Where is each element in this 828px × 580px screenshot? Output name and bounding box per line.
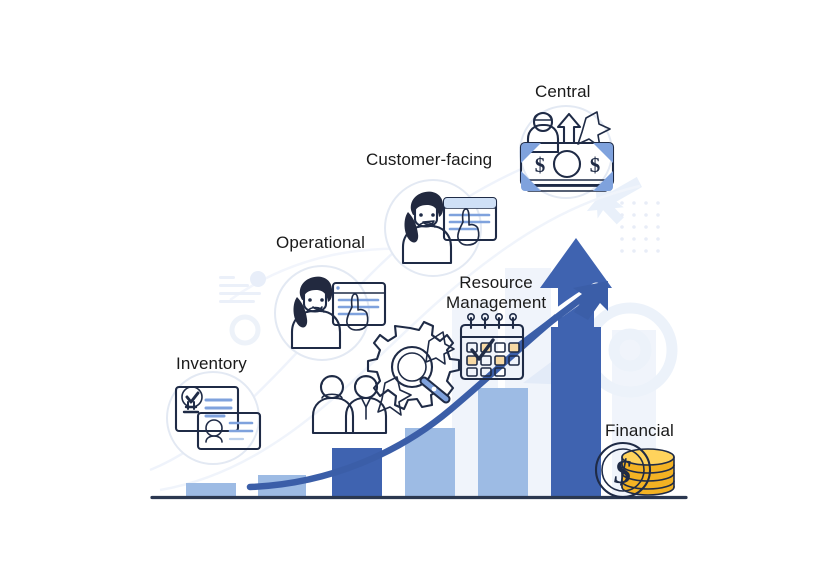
label-operational: Operational bbox=[276, 233, 365, 252]
dot-grid-decoration bbox=[620, 201, 660, 253]
team-people-icon bbox=[311, 374, 388, 435]
trend-curve bbox=[246, 281, 608, 491]
spark-icon-central bbox=[577, 111, 611, 148]
label-customer-facing: Customer-facing bbox=[366, 150, 493, 169]
trend-arrowhead-icon bbox=[573, 281, 608, 320]
svg-text:$: $ bbox=[535, 153, 546, 177]
check-icon bbox=[470, 338, 495, 361]
central-money-icon-group: $ $ bbox=[519, 105, 615, 199]
label-central: Central bbox=[535, 82, 591, 101]
calendar-schedule-icon bbox=[459, 312, 525, 381]
spark-icon bbox=[377, 376, 412, 416]
bar-5 bbox=[478, 388, 528, 497]
inventory-card-front bbox=[196, 411, 262, 451]
ghost-gear-icon-3 bbox=[229, 314, 261, 346]
svg-text:$: $ bbox=[590, 153, 601, 177]
bar-1 bbox=[186, 483, 236, 497]
ghost-arc-2 bbox=[159, 184, 641, 492]
coin-dollar-glyph: $ bbox=[614, 454, 632, 491]
label-financial: Financial bbox=[605, 421, 674, 440]
ghost-document-icon bbox=[219, 271, 266, 303]
inventory-icon-group bbox=[166, 371, 262, 465]
customer-facing-icon-group bbox=[384, 179, 498, 277]
operational-icon-group bbox=[274, 265, 387, 361]
gear-search-icon bbox=[366, 320, 461, 416]
label-inventory: Inventory bbox=[176, 354, 247, 373]
coin-stack-icon: $ bbox=[594, 441, 675, 499]
label-resource-management: Resource Management bbox=[446, 273, 547, 312]
